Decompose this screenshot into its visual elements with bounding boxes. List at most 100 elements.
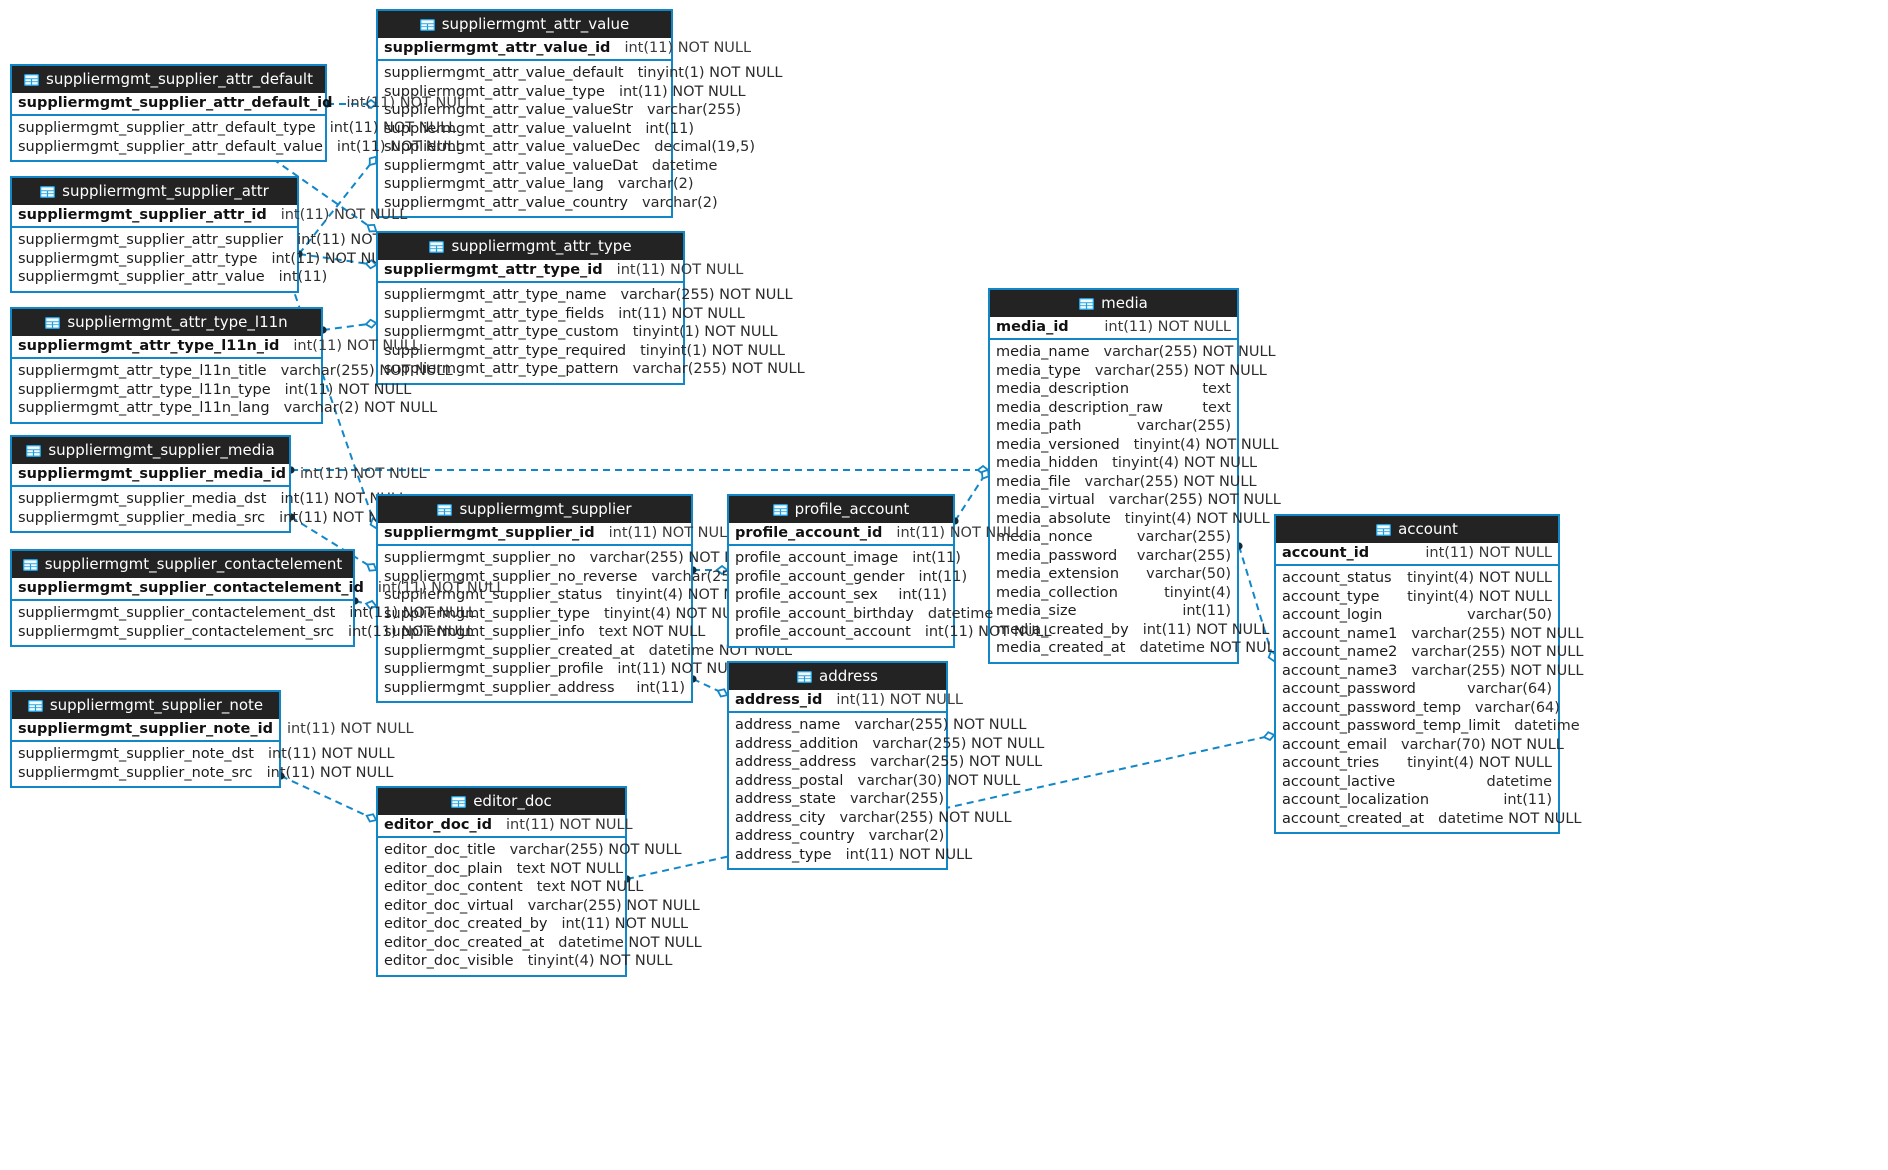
column-row[interactable]: suppliermgmt_supplier_attr_default_value… [12,138,464,157]
column-row[interactable]: suppliermgmt_supplier_contactelement_dst… [12,604,476,623]
column-row[interactable]: suppliermgmt_supplier_contactelement_src… [12,623,475,642]
